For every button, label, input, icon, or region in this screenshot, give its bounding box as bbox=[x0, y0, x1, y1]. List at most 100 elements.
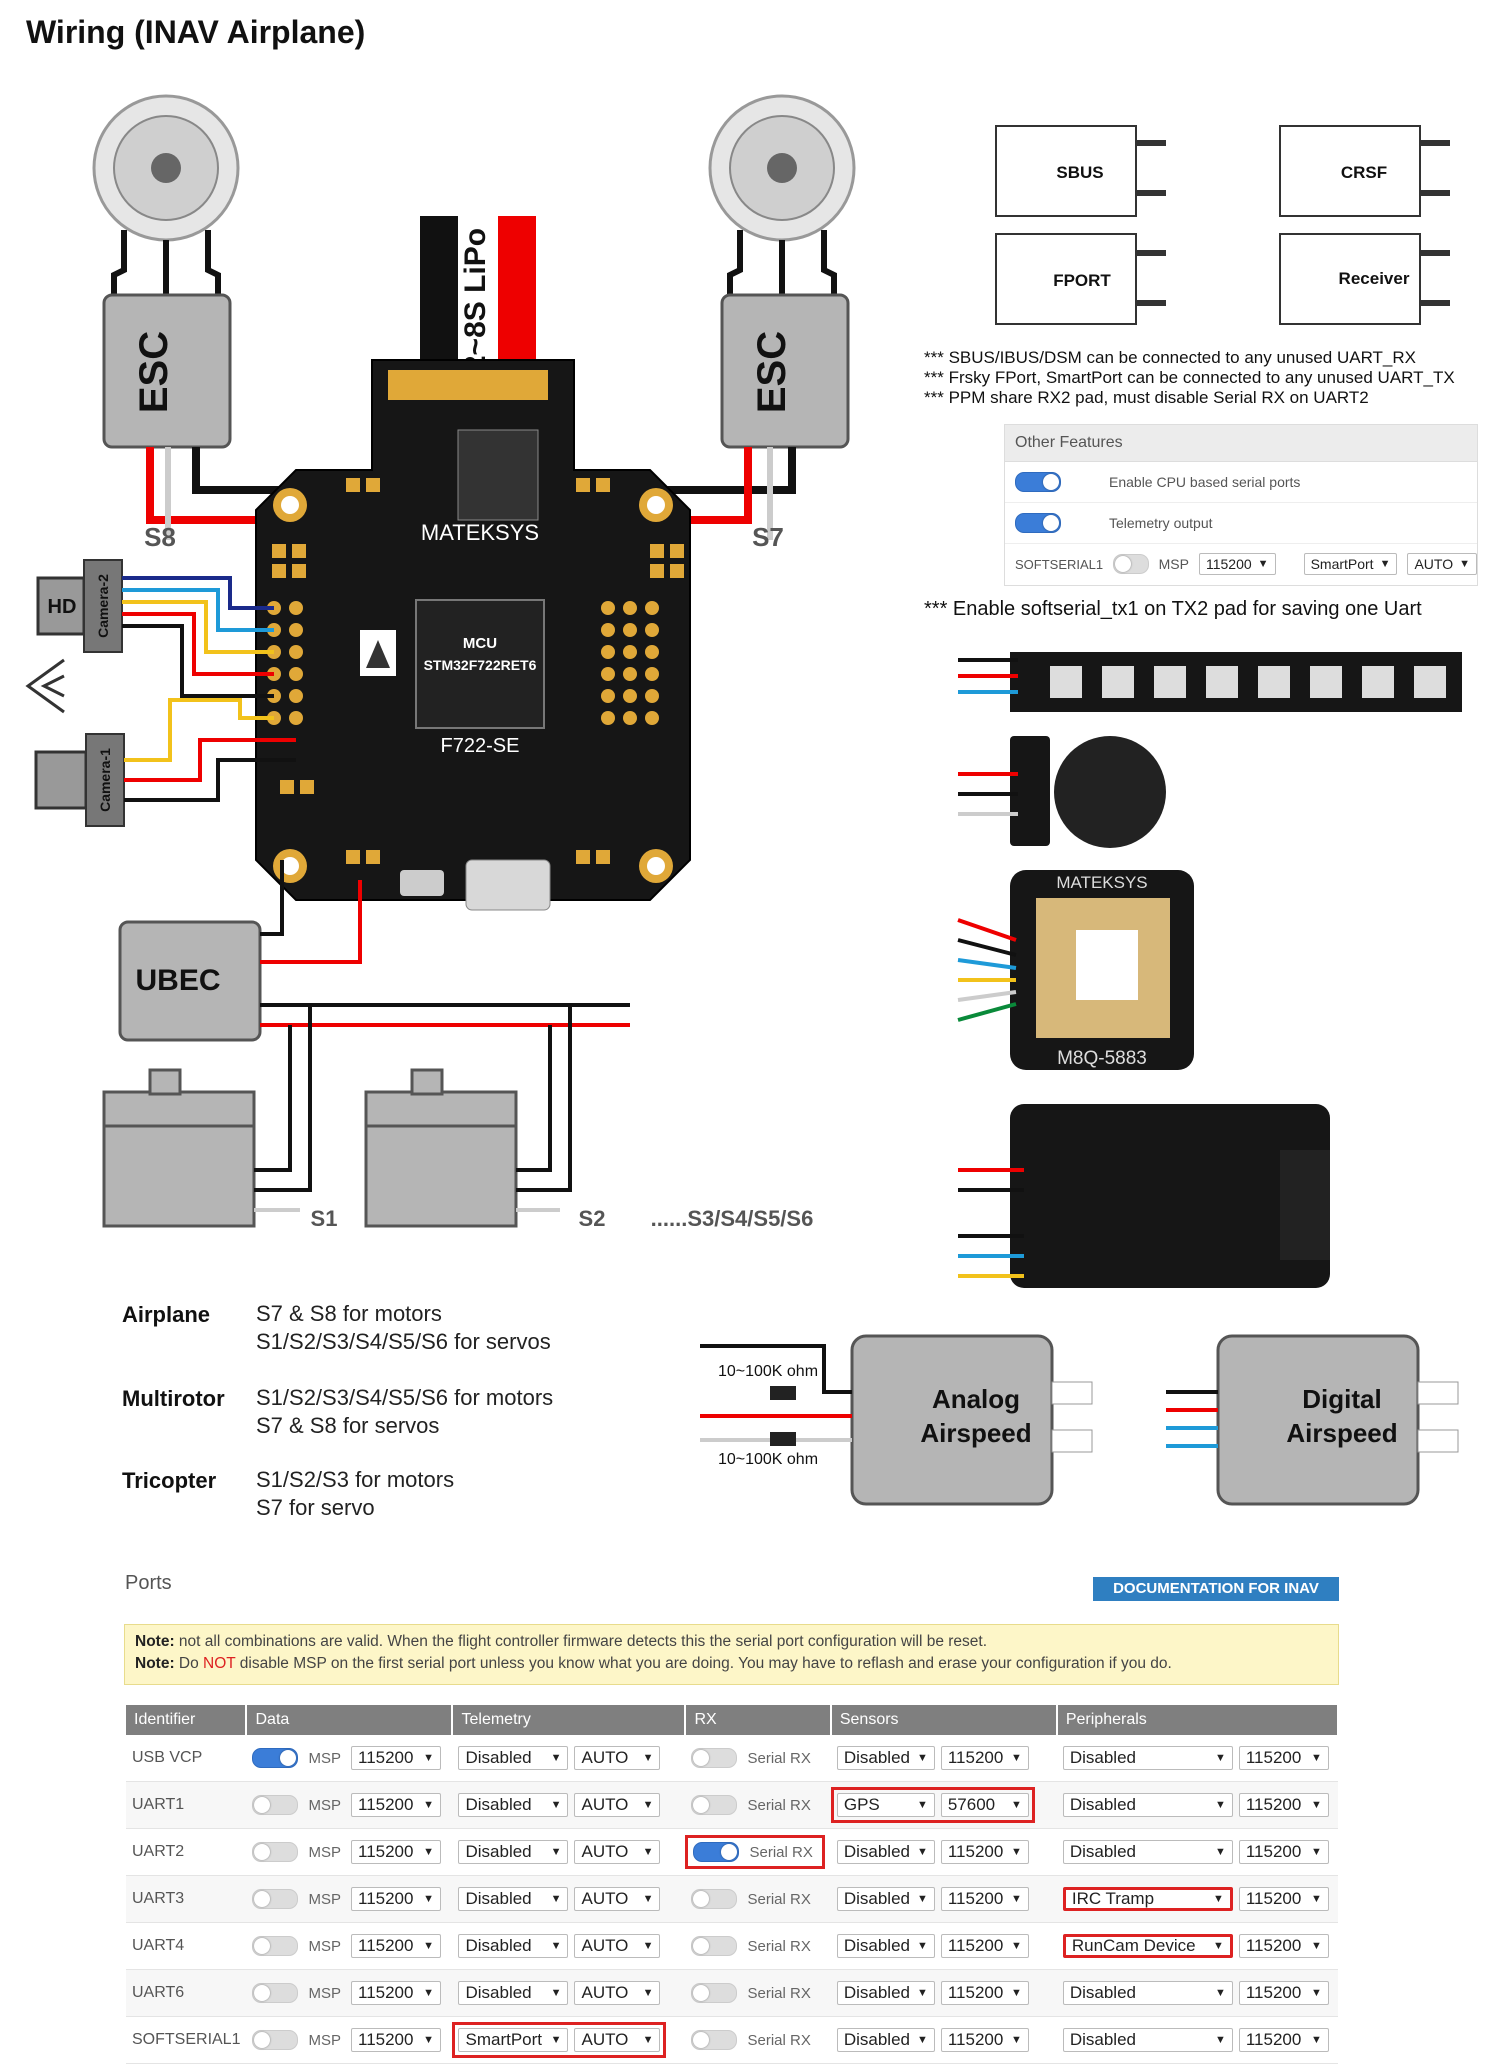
peripherals-select[interactable]: RunCam Device▼ bbox=[1062, 1934, 1233, 1958]
legend-multirotor-line-2: S7 & S8 for servos bbox=[256, 1413, 440, 1438]
telemetry-select[interactable]: Disabled▼ bbox=[458, 1981, 569, 2005]
caret-icon: ▼ bbox=[916, 1752, 928, 1764]
serial-rx-toggle[interactable] bbox=[691, 1936, 738, 1956]
peripherals-baud-select[interactable]: 115200▼ bbox=[1238, 1887, 1329, 1911]
msp-toggle[interactable] bbox=[252, 1983, 299, 2003]
sensors-select[interactable]: Disabled▼ bbox=[836, 1746, 935, 1770]
caret-icon: ▼ bbox=[423, 1846, 434, 1858]
peripherals-select[interactable]: Disabled▼ bbox=[1062, 2028, 1233, 2052]
serial-rx-toggle[interactable] bbox=[691, 1983, 738, 2003]
serial-rx-toggle[interactable] bbox=[693, 1842, 740, 1862]
digital-airspeed-title-1: Digital bbox=[1302, 1384, 1381, 1414]
sensors-baud-select[interactable]: 115200▼ bbox=[940, 1887, 1029, 1911]
msp-baud-select[interactable]: 115200▼ bbox=[351, 1793, 441, 1817]
documentation-button[interactable]: DOCUMENTATION FOR INAV bbox=[1093, 1577, 1339, 1601]
peripherals-select[interactable]: IRC Tramp▼ bbox=[1062, 1887, 1233, 1911]
msp-toggle[interactable] bbox=[252, 1748, 299, 1768]
analog-airspeed-sensor bbox=[850, 1334, 1054, 1506]
caret-icon: ▼ bbox=[423, 1799, 434, 1811]
telemetry-select[interactable]: SmartPort▼ bbox=[458, 2028, 569, 2052]
sensors-baud-select[interactable]: 115200▼ bbox=[940, 1981, 1029, 2005]
softserial-telemetry-select[interactable]: SmartPort▼ bbox=[1303, 553, 1398, 575]
peripherals-baud-select[interactable]: 115200▼ bbox=[1238, 1840, 1329, 1864]
telemetry-baud-select-value: AUTO bbox=[581, 1748, 629, 1767]
servo-1 bbox=[102, 1068, 256, 1228]
msp-toggle[interactable] bbox=[252, 1889, 299, 1909]
sensors-select[interactable]: Disabled▼ bbox=[836, 1934, 935, 1958]
peripherals-baud-select[interactable]: 115200▼ bbox=[1238, 2028, 1329, 2052]
msp-baud-select[interactable]: 115200▼ bbox=[351, 1981, 441, 2005]
peripherals-select[interactable]: Disabled▼ bbox=[1062, 1746, 1233, 1770]
note-1-bold: Note: bbox=[135, 1633, 175, 1650]
peripherals-baud-select[interactable]: 115200▼ bbox=[1238, 1746, 1329, 1770]
msp-toggle[interactable] bbox=[252, 1795, 299, 1815]
legend-multirotor-title: Multirotor bbox=[122, 1386, 225, 1411]
serial-rx-toggle[interactable] bbox=[691, 1889, 738, 1909]
telemetry-baud-select[interactable]: AUTO▼ bbox=[574, 1793, 661, 1817]
sensors-baud-select[interactable]: 115200▼ bbox=[940, 1840, 1029, 1864]
sensors-baud-select[interactable]: 57600▼ bbox=[940, 1793, 1029, 1817]
peripherals-cell: RunCam Device▼115200▼ bbox=[1056, 1922, 1338, 1970]
peripherals-baud-select[interactable]: 115200▼ bbox=[1238, 1934, 1329, 1958]
telemetry-select[interactable]: Disabled ▼ bbox=[458, 1746, 569, 1770]
note-1: Note: not all combinations are valid. Wh… bbox=[135, 1631, 1328, 1653]
peripherals-select[interactable]: Disabled▼ bbox=[1062, 1840, 1233, 1864]
telemetry-baud-select[interactable]: AUTO▼ bbox=[574, 1887, 661, 1911]
peripherals-baud-select[interactable]: 115200▼ bbox=[1238, 1981, 1329, 2005]
sensors-baud-select-value: 115200 bbox=[947, 1842, 1004, 1861]
telemetry-select[interactable]: Disabled▼ bbox=[458, 1887, 569, 1911]
msp-toggle[interactable] bbox=[252, 1842, 299, 1862]
sensors-baud-select[interactable]: 115200▼ bbox=[940, 2028, 1029, 2052]
softserial-baud-value: 115200 bbox=[1205, 556, 1252, 572]
peripherals-select[interactable]: Disabled▼ bbox=[1062, 1793, 1233, 1817]
serial-rx-label: Serial RX bbox=[747, 2031, 811, 2049]
legend-airplane-line-2: S1/S2/S3/S4/S5/S6 for servos bbox=[256, 1329, 551, 1354]
vtx-module bbox=[1010, 1104, 1330, 1288]
msp-baud-select[interactable]: 115200▼ bbox=[351, 1840, 441, 1864]
telemetry-toggle[interactable] bbox=[1015, 513, 1061, 533]
telemetry-baud-select[interactable]: AUTO▼ bbox=[574, 1981, 661, 2005]
msp-baud-select[interactable]: 115200▼ bbox=[351, 1746, 441, 1770]
ports-title: Ports bbox=[125, 1572, 172, 1594]
sensors-select[interactable]: Disabled▼ bbox=[836, 1840, 935, 1864]
telemetry-baud-select-value: AUTO bbox=[581, 1936, 629, 1955]
serial-rx-label: Serial RX bbox=[747, 1749, 811, 1767]
telemetry-select[interactable]: Disabled▼ bbox=[458, 1840, 569, 1864]
caret-icon: ▼ bbox=[1310, 1987, 1322, 1999]
msp-toggle[interactable] bbox=[252, 2030, 299, 2050]
sensors-select[interactable]: Disabled▼ bbox=[836, 1887, 935, 1911]
caret-icon: ▼ bbox=[1214, 1752, 1226, 1764]
softserial-auto-select[interactable]: AUTO▼ bbox=[1407, 553, 1477, 575]
cpu-serial-toggle[interactable] bbox=[1015, 472, 1061, 492]
sensors-select[interactable]: GPS▼ bbox=[836, 1793, 935, 1817]
telemetry-baud-select[interactable]: AUTO▼ bbox=[574, 1934, 661, 1958]
sensors-select[interactable]: Disabled▼ bbox=[836, 2028, 935, 2052]
telemetry-baud-select[interactable]: AUTO▼ bbox=[574, 1746, 661, 1770]
sensors-baud-select[interactable]: 115200▼ bbox=[940, 1746, 1029, 1770]
caret-icon: ▼ bbox=[642, 1799, 654, 1811]
serial-rx-toggle[interactable] bbox=[691, 1795, 738, 1815]
servo-more-label: ......S3/S4/S5/S6 bbox=[651, 1206, 814, 1231]
sensors-select[interactable]: Disabled▼ bbox=[836, 1981, 935, 2005]
msp-baud-select[interactable]: 115200▼ bbox=[351, 1887, 441, 1911]
telemetry-select-value: Disabled bbox=[465, 1748, 532, 1767]
telemetry-baud-select[interactable]: AUTO▼ bbox=[574, 1840, 661, 1864]
legend-multirotor-line-1: S1/S2/S3/S4/S5/S6 for motors bbox=[256, 1385, 554, 1410]
softserial-msp-toggle[interactable] bbox=[1113, 554, 1149, 574]
peripherals-select[interactable]: Disabled▼ bbox=[1062, 1981, 1233, 2005]
serial-rx-toggle[interactable] bbox=[691, 2030, 738, 2050]
serial-rx-toggle[interactable] bbox=[691, 1748, 738, 1768]
sensors-baud-select[interactable]: 115200▼ bbox=[940, 1934, 1029, 1958]
msp-toggle[interactable] bbox=[252, 1936, 299, 1956]
telemetry-select[interactable]: Disabled▼ bbox=[458, 1793, 569, 1817]
softserial-baud-select[interactable]: 115200▼ bbox=[1198, 553, 1276, 575]
msp-baud-select[interactable]: 115200▼ bbox=[351, 2028, 441, 2052]
msp-baud-select[interactable]: 115200▼ bbox=[351, 1934, 441, 1958]
caret-icon: ▼ bbox=[550, 1752, 562, 1764]
telemetry-select[interactable]: Disabled▼ bbox=[458, 1934, 569, 1958]
caret-icon: ▼ bbox=[1010, 2034, 1022, 2046]
peripherals-baud-select[interactable]: 115200▼ bbox=[1238, 1793, 1329, 1817]
ports-notes: Note: not all combinations are valid. Wh… bbox=[124, 1624, 1339, 1685]
telemetry-baud-select[interactable]: AUTO▼ bbox=[574, 2028, 661, 2052]
